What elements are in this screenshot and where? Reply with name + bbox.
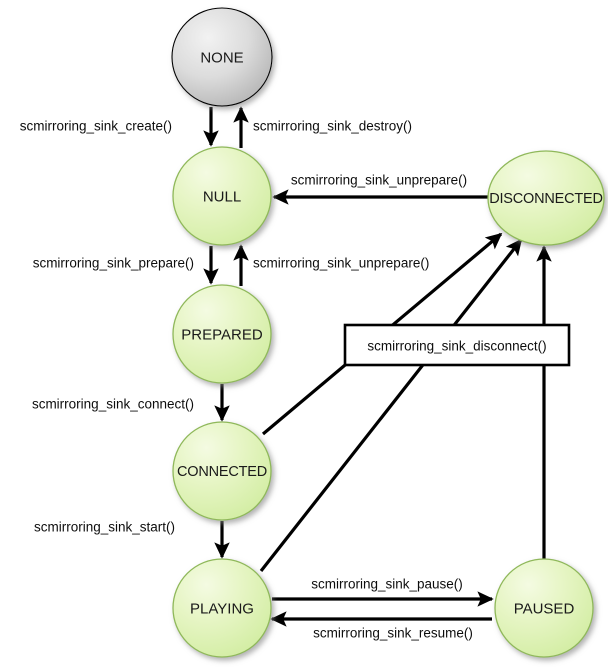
edge-label-destroy: scmirroring_sink_destroy() [253,119,412,134]
edge-label-pause: scmirroring_sink_pause() [311,577,463,592]
edge-layer [203,106,552,627]
state-node-paused[interactable]: PAUSED [494,558,594,658]
edge-label-create: scmirroring_sink_create() [20,119,172,134]
state-node-playing[interactable]: PLAYING [172,558,272,658]
paused-node-shape [494,558,594,658]
connected-node-shape [172,421,272,521]
state-node-disconnected[interactable]: DISCONNECTED [487,150,605,246]
state-node-prepared[interactable]: PREPARED [172,284,272,384]
edge-label-prepare: scmirroring_sink_prepare() [33,256,194,271]
state-node-connected[interactable]: CONNECTED [172,421,272,521]
edge-disconnect-playing-line [259,238,523,572]
edge-label-resume: scmirroring_sink_resume() [313,626,473,641]
edge-label-unprepare-prepared: scmirroring_sink_unprepare() [253,256,429,271]
none-node-shape [171,7,273,107]
state-node-null[interactable]: NULL [172,146,272,246]
edge-label-start: scmirroring_sink_start() [34,520,175,535]
disconnect-box-rect [343,323,571,367]
playing-node-shape [172,558,272,658]
edge-label-unprepare-disconnected: scmirroring_sink_unprepare() [291,173,467,188]
disconnected-node-shape [487,150,605,246]
disconnect-action-box[interactable]: scmirroring_sink_disconnect() [343,323,571,367]
prepared-node-shape [172,284,272,384]
null-node-shape [172,146,272,246]
state-node-none[interactable]: NONE [171,7,273,107]
edge-label-connect: scmirroring_sink_connect() [32,397,194,412]
